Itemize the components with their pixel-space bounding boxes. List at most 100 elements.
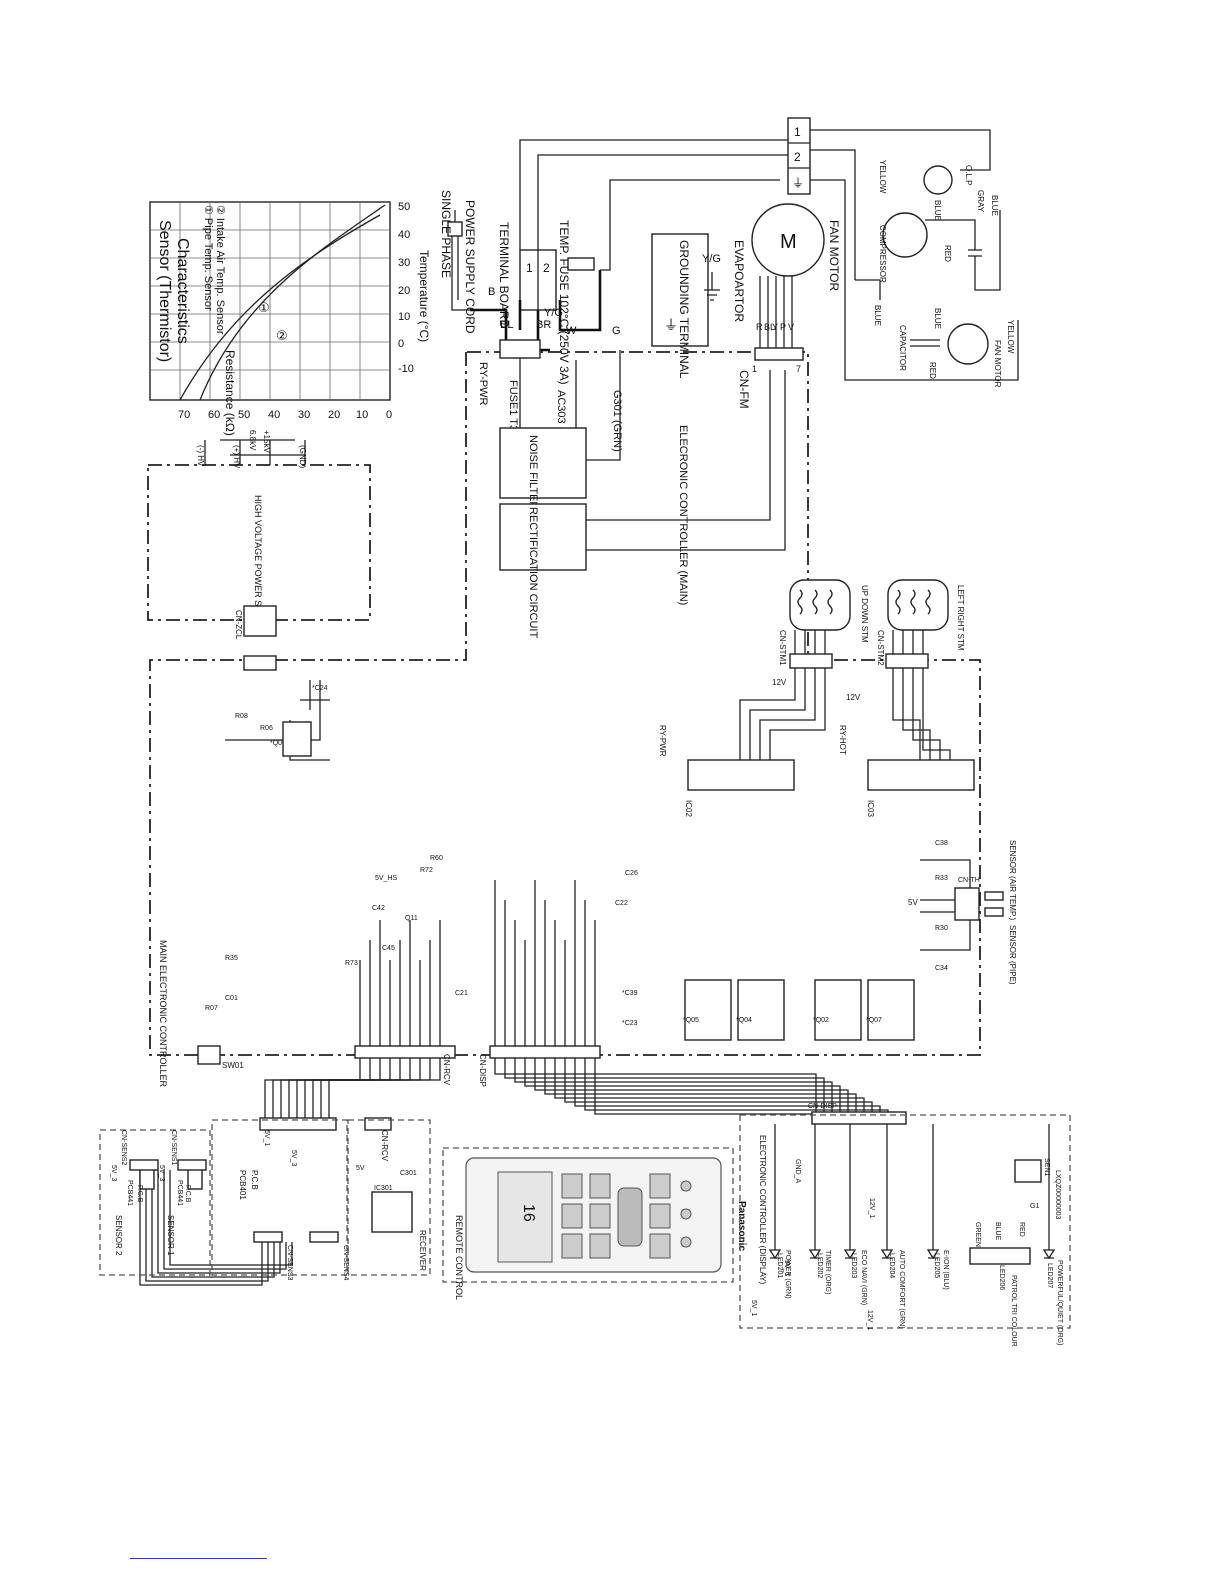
r72-label: R72	[420, 867, 433, 874]
single-phase-label: SINGLE PHASE	[439, 190, 453, 278]
r07-label: R07	[205, 1005, 218, 1012]
bus-wire-display	[514, 1058, 833, 1112]
pcb401-5v1: 5V_1	[263, 1130, 270, 1146]
terminal-board-label: TERMINAL BOARD	[497, 222, 511, 329]
c22-label: C22	[615, 900, 628, 907]
fm-wire-v: V	[788, 322, 794, 332]
up-down-coils	[797, 589, 833, 615]
remote-btn-auto[interactable]	[561, 1173, 583, 1199]
ytick-30: 30	[298, 409, 310, 421]
evaporator-label: EVAPOARTOR	[732, 240, 746, 322]
chart-x-ticks: -10 0 10 20 30 40 50	[398, 201, 414, 375]
sensor2-5v3: 5V_3	[110, 1165, 117, 1181]
capacitor-label: CAPACITOR	[898, 325, 907, 371]
remote-btn-fan-speed[interactable]	[589, 1173, 611, 1199]
fan-motor-wires	[759, 276, 793, 350]
wire-yg: Y/G	[544, 307, 563, 319]
remote-lcd	[497, 1171, 553, 1263]
remote-btn-air-swing[interactable]	[589, 1203, 611, 1229]
q05-label: *Q05	[683, 1017, 699, 1024]
sensor-wire	[151, 1170, 275, 1278]
cn-stm1-connector	[789, 653, 833, 669]
c23-label: *C23	[622, 1020, 638, 1027]
chart-x-label: Temperature (°C)	[417, 250, 431, 342]
bus-wire-lower	[288, 1058, 391, 1118]
olp-device	[923, 165, 953, 195]
remote-btn-econavi[interactable]	[589, 1233, 611, 1259]
bus-wire-display	[554, 1058, 865, 1112]
sensor-pipe-label: SENSOR (PIPE)	[1008, 925, 1017, 985]
cn-fm-connector	[754, 347, 804, 361]
cn-sens3-label: CN-SENS3	[286, 1245, 293, 1281]
remote-brand: Panasonic	[736, 1201, 747, 1251]
outdoor-blue-4: BLUE	[933, 308, 942, 329]
c301-label: C301	[400, 1170, 417, 1177]
display-cn-disp-label: CN-DISP	[808, 1103, 837, 1110]
remote-btn-cool[interactable]	[561, 1203, 583, 1229]
remote-btn-cancel[interactable]	[649, 1233, 671, 1259]
fan-motor-circle	[751, 203, 825, 277]
ry-hot-driver-label: RY-HOT	[838, 725, 847, 755]
ry-pwr-label: RY-PWR	[477, 362, 489, 405]
ytick-60: 60	[208, 409, 220, 421]
sen1-label: SEN1	[1043, 1158, 1050, 1176]
pcb441-b: PCB441	[176, 1180, 183, 1206]
chart-legend-2: ② Intake Air Temp. Sensor	[214, 205, 226, 335]
ytick-0: 0	[386, 409, 392, 421]
bus-wire-lower	[320, 1058, 431, 1118]
5v-hs-label: 5V_HS	[375, 875, 398, 882]
pcb401-label: PCB401	[238, 1170, 247, 1200]
cn-stm2-label: CN-STM2	[876, 630, 885, 666]
cn-fm-pin-1: 1	[752, 364, 757, 374]
footer-rule	[130, 1558, 267, 1559]
curve-intake-sensor	[179, 214, 381, 401]
remote-btn-dry[interactable]	[561, 1233, 583, 1259]
power-supply-section: SINGLE PHASE POWER SUPPLY CORD TERMINAL …	[439, 139, 841, 385]
sensor-2-label: SENSOR 2	[114, 1215, 123, 1256]
olp-label: O.L.P	[964, 165, 973, 185]
cn-left-bus-connector	[354, 1045, 456, 1059]
sensor-wire	[139, 1170, 263, 1286]
remote-btn-timer-off[interactable]	[649, 1203, 671, 1229]
sensor-wire	[163, 1170, 287, 1270]
cn-sens1-label: CN-SENS1	[170, 1130, 177, 1166]
pipe-thermistor	[984, 907, 1004, 917]
receiver-boundary	[347, 1119, 431, 1276]
remote-btn-timer-on[interactable]	[649, 1173, 671, 1199]
air-temp-thermistor	[984, 891, 1004, 901]
q02-label: *Q02	[813, 1017, 829, 1024]
up-down-stm	[789, 579, 851, 631]
outdoor-blue-3: BLUE	[873, 305, 882, 326]
remote-btn-clock[interactable]	[680, 1208, 692, 1220]
cn-rcv-label: CN-RCV	[380, 1130, 389, 1162]
remote-btn-reset[interactable]	[680, 1236, 692, 1248]
remote-control-label: REMOTE CONTROL	[454, 1215, 464, 1300]
fm-wire-y: Y	[772, 322, 778, 332]
sensor-characteristics-chart: Sensor (Thermistor) Characteristics ① Pi…	[149, 201, 431, 436]
xtick-0: 0	[398, 338, 404, 350]
outdoor-pin-2: 2	[794, 150, 801, 164]
cn-stm1-label: CN-STM1	[778, 630, 787, 666]
tri-colour-led	[969, 1247, 1031, 1265]
outdoor-red-2: RED	[928, 362, 937, 379]
hv-6-8kv: 6.8kV	[248, 430, 257, 451]
hv-gnd: (GND)	[298, 445, 307, 468]
sensor1-5v3: 5V_3	[158, 1165, 165, 1181]
remote-btn-set[interactable]	[680, 1180, 692, 1192]
transistor-q02	[814, 979, 862, 1041]
patrol-label: PATROL TRI COLOUR	[1010, 1275, 1017, 1347]
sensor-wire	[157, 1170, 281, 1274]
c42-label: C42	[372, 905, 385, 912]
led-symbol	[1042, 1249, 1056, 1260]
rectification-label: RECTIFICATION CIRCUIT	[527, 507, 539, 638]
led203-label: LED203	[850, 1253, 857, 1278]
r33-label: R33	[935, 875, 948, 882]
wire-bl: BL	[500, 319, 513, 331]
hv-drive-circuit	[225, 680, 330, 761]
led206-label: LED206	[998, 1265, 1005, 1290]
cn-zcl-top	[243, 605, 277, 637]
cn-rcv-connector	[364, 1117, 392, 1131]
component-labels: Q11 R72 R60 R35 C01 R07 C42 C45 R73 C21 …	[205, 685, 638, 1027]
outdoor-fan-motor-label: FAN MOTOR	[993, 340, 1002, 388]
remote-btn-temp[interactable]	[617, 1187, 643, 1247]
